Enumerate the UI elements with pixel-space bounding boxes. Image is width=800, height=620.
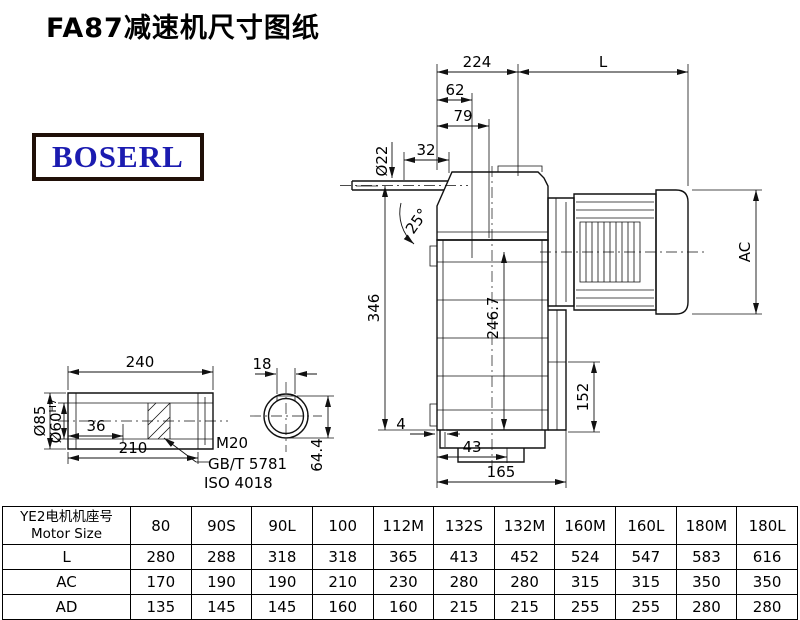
motor-view: [540, 189, 706, 315]
col-header-100: 100: [311, 506, 374, 545]
cell-L-2: 318: [251, 544, 313, 570]
cell-AD-6: 215: [493, 594, 556, 620]
cell-AD-3: 160: [311, 594, 374, 620]
cell-L-7: 524: [554, 544, 616, 570]
dim-43: 43: [462, 438, 481, 456]
cell-AD-1: 145: [190, 594, 253, 620]
shaft-side-view: [44, 366, 228, 464]
dim-152: 152: [574, 383, 592, 412]
cell-AC-8: 315: [615, 569, 677, 595]
table-row-AD: AD 135 145 145 160 160 215 215 255 255 2…: [2, 594, 798, 620]
cell-L-10: 616: [736, 544, 798, 570]
boserl-logo: BOSERL: [32, 133, 204, 181]
row-label-L: L: [2, 544, 131, 570]
col-header-80: 80: [130, 506, 192, 545]
cell-AC-4: 230: [372, 569, 435, 595]
col-header-180m: 180M: [675, 506, 738, 545]
dimension-lines-main: [356, 64, 762, 488]
dim-L: L: [599, 53, 608, 71]
motor-size-header-cn: YE2电机机座号: [20, 508, 113, 525]
dim-224: 224: [463, 53, 492, 71]
dim-32: 32: [416, 141, 435, 159]
dim-79: 79: [453, 107, 472, 125]
cell-AD-2: 145: [251, 594, 313, 620]
cell-L-9: 583: [675, 544, 738, 570]
dim-angle-25: 25°: [402, 205, 432, 237]
cell-L-3: 318: [311, 544, 374, 570]
cell-AC-7: 315: [554, 569, 616, 595]
standard-gbt: GB/T 5781: [208, 455, 287, 473]
standard-iso: ISO 4018: [204, 474, 273, 492]
cell-AD-8: 255: [615, 594, 677, 620]
col-header-90s: 90S: [190, 506, 253, 545]
dim-346: 346: [365, 294, 383, 323]
cell-AD-0: 135: [130, 594, 192, 620]
dim-165: 165: [487, 463, 516, 481]
logo-text: BOSERL: [52, 139, 184, 174]
cell-AD-7: 255: [554, 594, 616, 620]
dim-62: 62: [445, 81, 464, 99]
gearbox-front-view: [340, 165, 567, 472]
cell-AC-5: 280: [433, 569, 495, 595]
dim-64-4: 64.4: [308, 438, 326, 471]
dim-36: 36: [86, 417, 105, 435]
dimension-labels: 224 L 62 79 32 Ø22 25° 346 246.7 AC 152 …: [31, 53, 754, 492]
row-label-AD: AD: [2, 594, 131, 620]
shaft-section-view: [250, 368, 334, 452]
cell-AD-5: 215: [433, 594, 495, 620]
cell-AC-6: 280: [493, 569, 556, 595]
dim-keyway-18: 18: [252, 355, 271, 373]
dim-240: 240: [126, 353, 155, 371]
cell-L-8: 547: [615, 544, 677, 570]
cell-AC-10: 350: [736, 569, 798, 595]
cell-AD-9: 280: [675, 594, 738, 620]
cell-L-0: 280: [130, 544, 192, 570]
cell-AD-10: 280: [736, 594, 798, 620]
dim-4: 4: [396, 415, 406, 433]
cell-AC-3: 210: [311, 569, 374, 595]
dim-shaft-diameter-85: Ø85: [31, 406, 49, 437]
row-label-AC: AC: [2, 569, 131, 595]
col-header-160m: 160M: [554, 506, 616, 545]
page-title: FA87减速机尺寸图纸: [46, 13, 320, 44]
col-header-90l: 90L: [251, 506, 313, 545]
dim-210: 210: [119, 439, 148, 457]
dim-bore-diameter-60: Ø60H7: [47, 399, 65, 444]
col-header-132m: 132M: [493, 506, 556, 545]
technical-drawing: 224 L 62 79 32 Ø22 25° 346 246.7 AC 152 …: [31, 53, 762, 492]
cell-L-1: 288: [190, 544, 253, 570]
cell-AC-9: 350: [675, 569, 738, 595]
dim-AC: AC: [736, 242, 754, 262]
dim-246-7: 246.7: [484, 297, 502, 340]
cell-L-4: 365: [372, 544, 435, 570]
motor-size-header-en: Motor Size: [30, 525, 102, 542]
thread-spec-m20: M20: [216, 434, 248, 452]
cell-L-5: 413: [433, 544, 495, 570]
cell-AC-1: 190: [190, 569, 253, 595]
table-header-row: YE2电机机座号 Motor Size 80 90S 90L 100 112M …: [2, 506, 798, 545]
col-header-132s: 132S: [433, 506, 495, 545]
cell-AC-0: 170: [130, 569, 192, 595]
cell-L-6: 452: [493, 544, 556, 570]
dim-input-shaft-diameter: Ø22: [373, 146, 391, 177]
cell-AD-4: 160: [372, 594, 435, 620]
motor-dimension-table: YE2电机机座号 Motor Size 80 90S 90L 100 112M …: [2, 506, 798, 620]
table-row-L: L 280 288 318 318 365 413 452 524 547 58…: [2, 544, 798, 570]
cell-AC-2: 190: [251, 569, 313, 595]
col-header-180l: 180L: [736, 506, 798, 545]
motor-size-header: YE2电机机座号 Motor Size: [2, 506, 131, 545]
col-header-160l: 160L: [615, 506, 677, 545]
table-row-AC: AC 170 190 190 210 230 280 280 315 315 3…: [2, 569, 798, 595]
col-header-112m: 112M: [372, 506, 435, 545]
